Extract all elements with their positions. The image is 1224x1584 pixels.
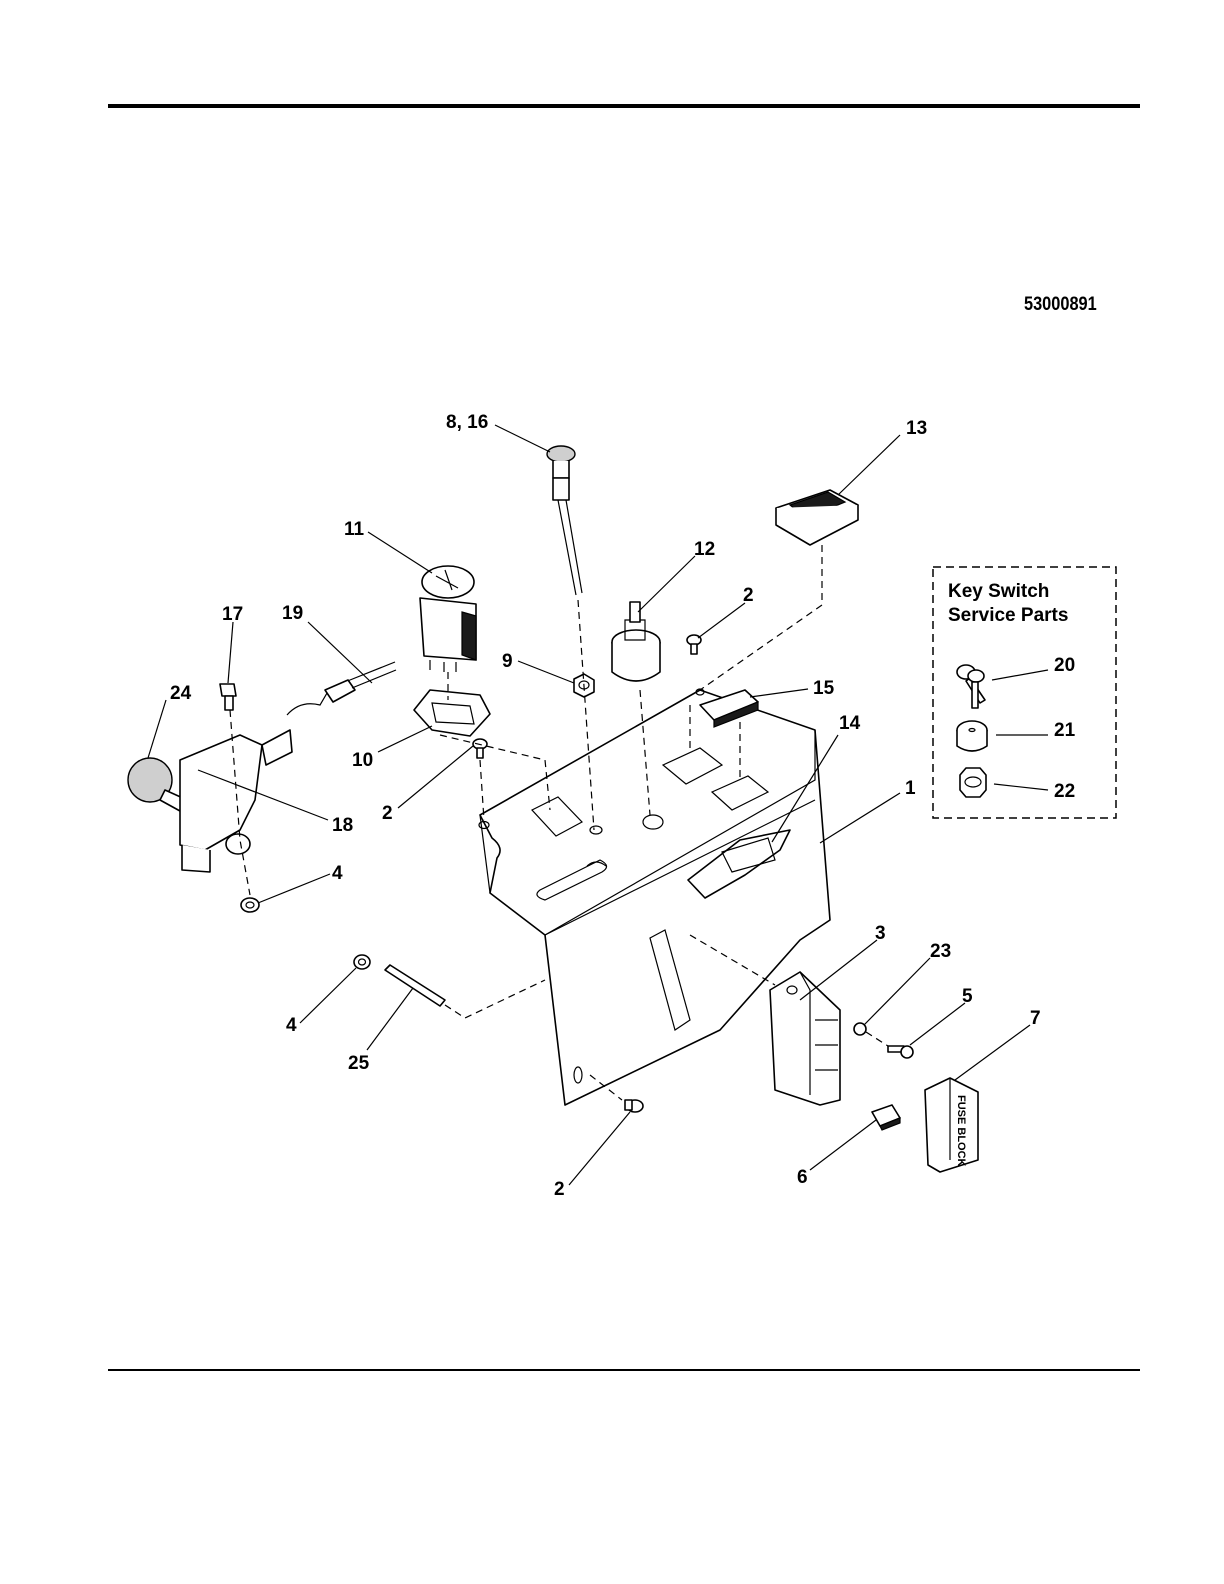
pto-switch xyxy=(420,566,476,672)
footer-rule xyxy=(108,1369,1140,1371)
ignition-switch xyxy=(612,602,660,681)
callout-24: 24 xyxy=(170,683,192,704)
callout-17: 17 xyxy=(222,604,243,625)
fuse-block-cover: FUSE BLOCK xyxy=(925,1078,978,1172)
callout-5: 5 xyxy=(962,986,973,1007)
key-switch-service-parts-inset: Key Switch Service Parts xyxy=(933,567,1116,818)
hour-meter xyxy=(776,490,858,545)
pin-25 xyxy=(385,965,445,1006)
callout-4-left: 4 xyxy=(332,863,343,884)
screw-5 xyxy=(888,1046,913,1058)
screw-mid xyxy=(473,739,487,758)
callout-9: 9 xyxy=(502,651,513,672)
callout-12: 12 xyxy=(694,539,715,560)
callout-2-bottom: 2 xyxy=(554,1179,565,1200)
callout-11: 11 xyxy=(344,519,365,540)
keys-icon xyxy=(957,665,985,708)
callout-2-mid: 2 xyxy=(382,803,393,824)
key-cap-icon xyxy=(957,721,987,751)
inset-title-line2: Service Parts xyxy=(948,605,1068,626)
callout-21: 21 xyxy=(1054,720,1076,741)
callout-23: 23 xyxy=(930,941,951,962)
callout-15: 15 xyxy=(813,678,835,699)
screw-bottom xyxy=(625,1100,643,1112)
fuse-block xyxy=(770,972,840,1105)
callout-8-16: 8, 16 xyxy=(446,412,488,433)
fuse-6 xyxy=(872,1105,900,1130)
callout-10: 10 xyxy=(352,750,373,771)
callout-20: 20 xyxy=(1054,655,1075,676)
callout-4-lower: 4 xyxy=(286,1015,297,1036)
nut-4-left xyxy=(241,898,259,912)
callout-6: 6 xyxy=(797,1167,808,1188)
callout-18: 18 xyxy=(332,815,353,836)
callout-7: 7 xyxy=(1030,1008,1041,1029)
throttle-control xyxy=(128,730,292,872)
choke-cable xyxy=(547,446,582,595)
callout-1: 1 xyxy=(905,778,916,799)
inset-title-line1: Key Switch xyxy=(948,581,1049,602)
callout-25: 25 xyxy=(348,1053,370,1074)
key-switch-nut-icon xyxy=(960,768,986,797)
fuse-block-label: FUSE BLOCK xyxy=(955,1095,967,1167)
callout-13: 13 xyxy=(906,418,927,439)
bolt-17 xyxy=(220,684,236,710)
callout-14: 14 xyxy=(839,713,861,734)
throttle-cable xyxy=(287,662,396,715)
callout-22: 22 xyxy=(1054,781,1075,802)
callout-19: 19 xyxy=(282,603,303,624)
callout-2-top: 2 xyxy=(743,585,754,606)
nut-4-lower xyxy=(354,955,370,969)
callout-3: 3 xyxy=(875,923,886,944)
